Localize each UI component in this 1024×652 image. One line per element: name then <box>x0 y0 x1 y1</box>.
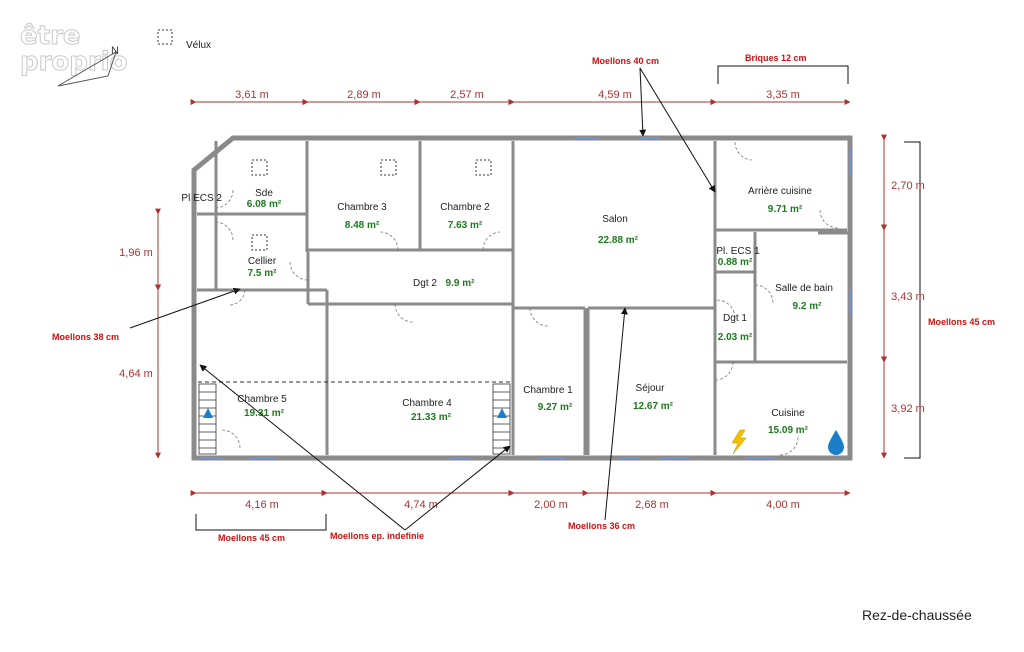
room-name-cuisine: Cuisine <box>771 408 805 419</box>
room-area-pl-ecs1: 0.88 m² <box>718 257 753 268</box>
dimensions-bottom: 4,16 m 4,74 m 2,00 m 2,68 m 4,00 m <box>190 490 851 511</box>
north-arrow-icon: N <box>57 45 119 87</box>
velux-icon <box>251 159 268 176</box>
room-name-chambre1: Chambre 1 <box>523 385 573 396</box>
doors <box>215 141 839 456</box>
mat-moellons-indef: Moellons ep. indefinie <box>330 531 424 541</box>
electric-bolt-icon <box>731 429 747 455</box>
velux-icon <box>251 234 268 251</box>
dim-bottom-1: 4,16 m <box>245 499 279 511</box>
room-area-sejour: 12.67 m² <box>633 401 674 412</box>
stairs-icon <box>492 383 511 455</box>
north-label: N <box>111 45 119 57</box>
room-name-dgt2: Dgt 2 <box>413 278 437 289</box>
dim-top-2: 2,89 m <box>347 89 381 101</box>
dim-top-3: 2,57 m <box>450 89 484 101</box>
room-area-dgt1: 2.03 m² <box>718 332 753 343</box>
room-area-arriere-cuisine: 9.71 m² <box>768 204 803 215</box>
room-name-chambre5: Chambre 5 <box>237 394 287 405</box>
exterior-wall <box>191 135 853 461</box>
room-area-salon: 22.88 m² <box>598 235 639 246</box>
velux-markers <box>251 159 492 251</box>
room-labels: Sde 6.08 m² Pl ECS 2 Cellier 7.5 m² Cham… <box>181 186 832 436</box>
mat-moellons-45-right: Moellons 45 cm <box>928 317 995 327</box>
moellons-45-bracket <box>195 514 327 531</box>
water-drop-icon <box>828 430 844 455</box>
velux-icon <box>475 159 492 176</box>
room-area-salle-de-bain: 9.2 m² <box>793 301 823 312</box>
stairs-icon <box>198 383 217 455</box>
room-area-sde: 6.08 m² <box>247 199 282 210</box>
room-area-chambre4: 21.33 m² <box>411 412 452 423</box>
logo-line1: être <box>20 21 81 51</box>
mat-briques-12: Briques 12 cm <box>745 53 807 63</box>
briques-bracket <box>717 65 849 84</box>
room-name-pl-ecs1: Pl. ECS 1 <box>716 246 760 257</box>
room-name-chambre4: Chambre 4 <box>402 398 452 409</box>
room-area-cellier: 7.5 m² <box>248 268 278 279</box>
mat-moellons-40: Moellons 40 cm <box>592 56 659 66</box>
floor-caption: Rez-de-chaussée <box>862 607 972 623</box>
dim-top-4: 4,59 m <box>598 89 632 101</box>
room-name-dgt1: Dgt 1 <box>723 313 747 324</box>
mat-moellons-36: Moellons 36 cm <box>568 521 635 531</box>
room-area-chambre3: 8.48 m² <box>345 220 380 231</box>
room-area-chambre5: 19.31 m² <box>244 408 285 419</box>
dim-left-2: 4,64 m <box>119 368 153 380</box>
room-area-dgt2: 9.9 m² <box>446 278 476 289</box>
material-annotations: Moellons 40 cm Briques 12 cm Moellons 38… <box>52 53 995 543</box>
dim-bottom-3: 2,00 m <box>534 499 568 511</box>
room-name-salon: Salon <box>602 214 628 225</box>
dimensions-right: 2,70 m 3,43 m 3,92 m <box>881 134 925 459</box>
room-area-chambre1: 9.27 m² <box>538 402 573 413</box>
dim-bottom-5: 4,00 m <box>766 499 800 511</box>
dim-bottom-4: 2,68 m <box>635 499 669 511</box>
dim-bottom-2: 4,74 m <box>404 499 438 511</box>
dim-left-1: 1,96 m <box>119 247 153 259</box>
room-name-salle-de-bain: Salle de bain <box>775 283 833 294</box>
velux-icon <box>380 159 397 176</box>
dim-right-2: 3,43 m <box>891 291 925 303</box>
dim-top-1: 3,61 m <box>235 89 269 101</box>
room-name-sejour: Séjour <box>636 383 666 394</box>
moellons-45-right-bracket <box>904 141 921 459</box>
dimensions-top: 3,61 m 2,89 m 2,57 m 4,59 m 3,35 m <box>190 89 851 105</box>
mat-moellons-45-bottom: Moellons 45 cm <box>218 533 285 543</box>
room-name-sde: Sde <box>255 188 273 199</box>
windows <box>200 137 851 459</box>
mat-moellons-38: Moellons 38 cm <box>52 332 119 342</box>
room-name-arriere-cuisine: Arrière cuisine <box>748 186 812 197</box>
dim-right-1: 2,70 m <box>891 180 925 192</box>
dim-top-5: 3,35 m <box>766 89 800 101</box>
dim-right-3: 3,92 m <box>891 403 925 415</box>
velux-icon <box>157 29 173 45</box>
interior-walls <box>197 141 850 455</box>
room-area-chambre2: 7.63 m² <box>448 220 483 231</box>
room-name-pl-ecs2: Pl ECS 2 <box>181 193 222 204</box>
dimensions-left: 1,96 m 4,64 m <box>119 208 161 459</box>
room-area-cuisine: 15.09 m² <box>768 425 809 436</box>
brand-logo: être proprio <box>20 21 129 78</box>
room-name-chambre2: Chambre 2 <box>440 202 490 213</box>
velux-legend-label: Vélux <box>186 40 211 51</box>
room-name-cellier: Cellier <box>248 256 277 267</box>
room-name-chambre3: Chambre 3 <box>337 202 387 213</box>
